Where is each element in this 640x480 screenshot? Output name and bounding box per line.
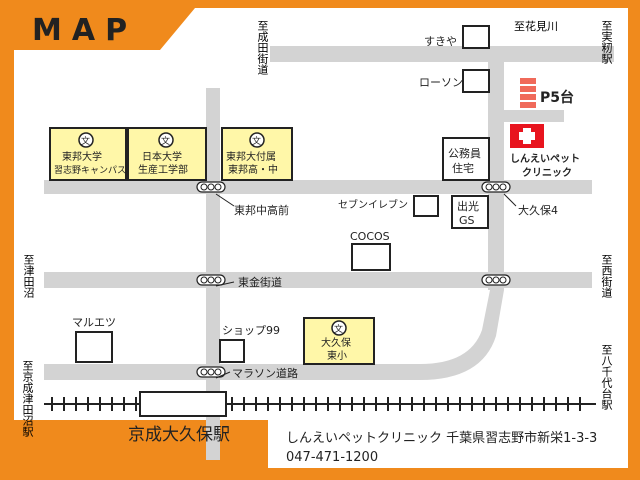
maruetsu-label: マルエツ (72, 316, 116, 329)
signal-icon (481, 274, 511, 286)
direction-hanamigawa: 至花見川 (514, 20, 558, 33)
road-tohochukoumae (44, 180, 592, 194)
signal-icon (196, 181, 226, 193)
school-icon (249, 132, 265, 148)
school-mark: 文 (252, 135, 261, 147)
nihon-univ-line2: 生産工学部 (138, 163, 188, 176)
direction-mimomi: 至実籾駅 (600, 20, 613, 64)
school-mark: 文 (334, 323, 343, 335)
pointer-line (215, 193, 235, 207)
school-nihon-univ: 文 日本大学 生産工学部 (127, 127, 207, 181)
footer-address: しんえいペットクリニック 千葉県習志野市新栄1-3-3 (286, 430, 597, 446)
road-marathon (44, 290, 504, 380)
direction-nishikaido: 至西街道 (600, 254, 613, 298)
shop99-building (219, 339, 245, 363)
direction-keisei-tsudanuma: 至京成津田沼駅 (21, 360, 34, 437)
cocos-building (351, 243, 391, 271)
direction-tsudanuma: 至津田沼 (22, 254, 35, 298)
map-title: MAP (32, 13, 137, 48)
toho-high-line1: 東邦大付属 (226, 150, 276, 163)
okubo-elem-line1: 大久保 (321, 336, 351, 349)
station-name: 京成大久保駅 (128, 425, 230, 445)
lawson-building (462, 69, 490, 93)
parking-label: P5台 (540, 89, 574, 106)
map-panel (14, 8, 628, 468)
idemitsu-building (451, 195, 489, 229)
school-mark: 文 (81, 135, 90, 147)
signal-icon (196, 366, 226, 378)
signal-tohochukoumae-label: 東邦中高前 (234, 203, 289, 217)
parking-stack (520, 78, 536, 108)
railway (44, 397, 596, 411)
clinic-line2: クリニック (522, 167, 572, 179)
pointer-line (503, 193, 517, 207)
cross-icon (519, 128, 535, 144)
pointer-line (215, 281, 235, 287)
shop99-label: ショップ99 (222, 324, 280, 337)
okubo-elem-line2: 東小 (327, 349, 347, 362)
signal-okubo4-label: 大久保4 (518, 203, 558, 217)
school-toho-univ: 文 東邦大学 習志野キャンパス (49, 127, 127, 181)
koumuin-line2: 住宅 (452, 161, 474, 175)
koumuin-building (442, 137, 490, 181)
station-building (139, 391, 227, 417)
footer-phone: 047-471-1200 (286, 450, 378, 465)
signal-icon (481, 181, 511, 193)
road-togane-label: 東金街道 (238, 275, 282, 289)
seven-building (413, 195, 439, 217)
school-toho-high: 文 東邦大付属 東邦高・中 (221, 127, 293, 181)
school-icon (331, 320, 347, 336)
toho-high-line2: 東邦高・中 (228, 163, 278, 176)
toho-univ-line2: 習志野キャンパス (54, 164, 126, 176)
maruetsu-building (75, 331, 113, 363)
idemitsu-line1: 出光 (457, 199, 479, 213)
sukiya-building (462, 25, 490, 49)
koumuin-line1: 公務員 (448, 146, 481, 160)
school-okubo-elem: 文 大久保 東小 (303, 317, 375, 365)
school-mark: 文 (161, 135, 170, 147)
road-top (270, 46, 614, 62)
road-togane (44, 272, 592, 288)
sukiya-label: すきや (424, 35, 457, 48)
clinic-line1: しんえいペット (510, 153, 580, 165)
lawson-label: ローソン (419, 76, 463, 89)
pointer-line (215, 371, 231, 379)
road-clinic-spur (504, 110, 564, 122)
school-icon (78, 132, 94, 148)
cocos-label: COCOS (350, 230, 390, 243)
road-marathon-label: マラソン道路 (232, 366, 298, 380)
idemitsu-line2: GS (459, 214, 475, 227)
road-vertical-right (488, 62, 504, 290)
direction-yachiyodai: 至八千代台駅 (600, 344, 613, 410)
nihon-univ-line1: 日本大学 (142, 150, 182, 163)
school-icon (158, 132, 174, 148)
signal-icon (196, 274, 226, 286)
direction-narita: 至成田街道 (256, 20, 269, 75)
toho-univ-line1: 東邦大学 (62, 150, 102, 163)
seven-label: セブンイレブン (338, 198, 408, 211)
